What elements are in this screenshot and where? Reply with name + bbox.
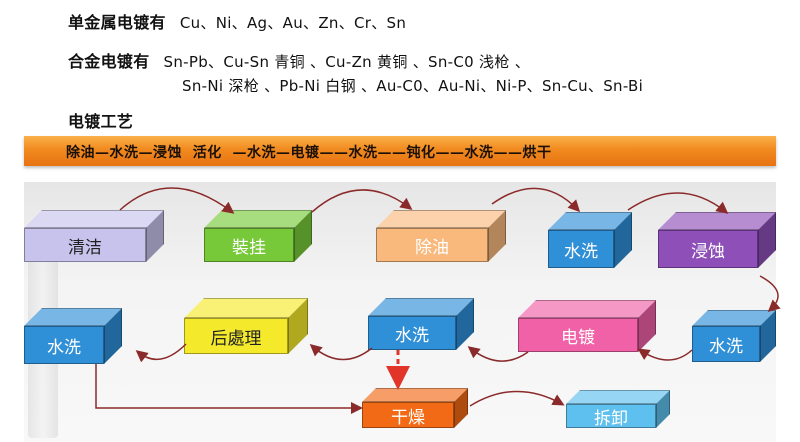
box-wash-middle: 水洗 xyxy=(368,298,474,350)
process-sequence-bar: 除油—水洗—浸蚀 活化 —水洗—电镀——水洗——钝化——水洗——烘干 xyxy=(24,136,776,166)
box-wash-left: 水洗 xyxy=(24,308,122,364)
box-wash-right-label: 水洗 xyxy=(692,326,760,362)
process-heading-line: 电镀工艺 xyxy=(68,108,147,132)
box-wash-1-label: 水洗 xyxy=(548,230,614,268)
box-dry: 干燥 xyxy=(362,388,468,428)
box-clean-label: 清洁 xyxy=(24,228,146,262)
single-metal-items: Cu、Ni、Ag、Au、Zn、Cr、Sn xyxy=(179,14,407,32)
process-sequence-text: 除油—水洗—浸蚀 活化 —水洗—电镀——水洗——钝化——水洗——烘干 xyxy=(66,145,552,161)
box-etch: 浸蚀 xyxy=(658,212,776,268)
box-wash-left-label: 水洗 xyxy=(24,326,104,364)
box-etch-label: 浸蚀 xyxy=(658,230,758,268)
box-clean: 清洁 xyxy=(24,210,164,262)
box-hang: 裝挂 xyxy=(204,210,312,262)
box-degrease: 除油 xyxy=(376,210,506,262)
box-electroplate: 电镀 xyxy=(518,300,656,352)
process-heading: 电镀工艺 xyxy=(68,112,134,131)
box-wash-middle-label: 水洗 xyxy=(368,316,456,350)
box-wash-1: 水洗 xyxy=(548,212,632,268)
alloy-label: 合金电镀有 xyxy=(68,52,150,71)
box-unload: 拆卸 xyxy=(566,390,670,429)
alloy-items-1: Sn-Pb、Cu-Sn 青铜 、Cu-Zn 黄铜 、Sn-C0 浅枪 、 xyxy=(163,53,530,71)
alloy-line-2: Sn-Ni 深枪 、Pb-Ni 白钢 、Au-C0、Au-Ni、Ni-P、Sn-… xyxy=(182,75,643,96)
box-post-treatment-label: 后處理 xyxy=(184,318,288,354)
box-wash-right: 水洗 xyxy=(692,310,776,362)
box-electroplate-label: 电镀 xyxy=(518,318,638,352)
box-unload-label: 拆卸 xyxy=(566,404,656,429)
single-metal-label: 单金属电镀有 xyxy=(68,13,166,32)
alloy-line-1: 合金电镀有 Sn-Pb、Cu-Sn 青铜 、Cu-Zn 黄铜 、Sn-C0 浅枪 … xyxy=(68,48,530,72)
box-hang-label: 裝挂 xyxy=(204,228,294,262)
box-dry-label: 干燥 xyxy=(362,402,454,428)
alloy-items-2: Sn-Ni 深枪 、Pb-Ni 白钢 、Au-C0、Au-Ni、Ni-P、Sn-… xyxy=(182,77,644,95)
single-metal-line: 单金属电镀有 Cu、Ni、Ag、Au、Zn、Cr、Sn xyxy=(68,9,406,33)
box-post-treatment: 后處理 xyxy=(184,298,308,354)
box-degrease-label: 除油 xyxy=(376,228,488,262)
